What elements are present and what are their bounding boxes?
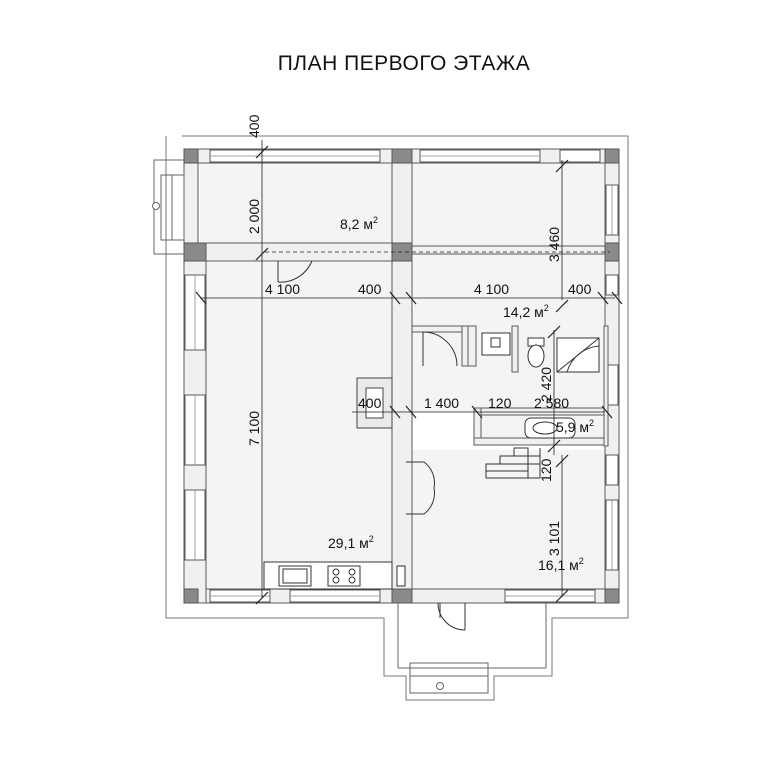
vestibule-area-label: 8,2 м2 (340, 215, 378, 232)
dim-right-span: 4 100 (474, 281, 509, 297)
dim-partition-b: 120 (538, 458, 554, 482)
front-porch (397, 603, 547, 694)
plan-title: ПЛАН ПЕРВОГО ЭТАЖА (277, 52, 531, 75)
dim-kitchen-depth: 3 101 (546, 521, 562, 556)
stove-icon (327, 565, 361, 587)
dim-bath-depth: 2 420 (538, 367, 554, 402)
kitchen-area-label: 16,1 м2 (538, 556, 584, 573)
side-porch (152, 159, 185, 255)
dim-mid-wall: 400 (358, 281, 382, 297)
dimension-ticks (195, 145, 623, 605)
hall-area-label: 14,2 м2 (503, 303, 549, 320)
dim-partition-a: 120 (488, 395, 512, 411)
window-glass-lines (194, 155, 613, 597)
living-area-label: 29,1 м2 (328, 534, 374, 551)
dim-stair-wall: 400 (358, 395, 382, 411)
bath-area-label: 5,9 м2 (556, 418, 594, 435)
toilet-icon (527, 337, 545, 368)
dim-living-depth: 7 100 (246, 411, 262, 446)
storage-unit (481, 332, 511, 356)
dim-bath-width: 2 580 (534, 395, 569, 411)
stair-icon (485, 447, 541, 479)
dim-corridor-width: 1 400 (424, 395, 459, 411)
kitchen-counter (263, 561, 406, 590)
shower-icon (556, 337, 600, 373)
columns (183, 148, 620, 604)
dim-top-wall: 400 (246, 114, 262, 138)
outer-outline (165, 135, 629, 701)
dim-vestibule-depth: 2 000 (246, 199, 262, 234)
dim-right-wall: 400 (568, 281, 592, 297)
dim-left-span: 4 100 (265, 281, 300, 297)
door-swing-icon (277, 260, 466, 631)
sink-icon (278, 565, 312, 587)
dimension-lines (200, 140, 615, 598)
bathtub-icon (524, 417, 576, 439)
chimney-icon (356, 377, 393, 429)
interior-partitions (411, 325, 609, 447)
dim-right-upper-depth: 3 460 (546, 227, 562, 262)
